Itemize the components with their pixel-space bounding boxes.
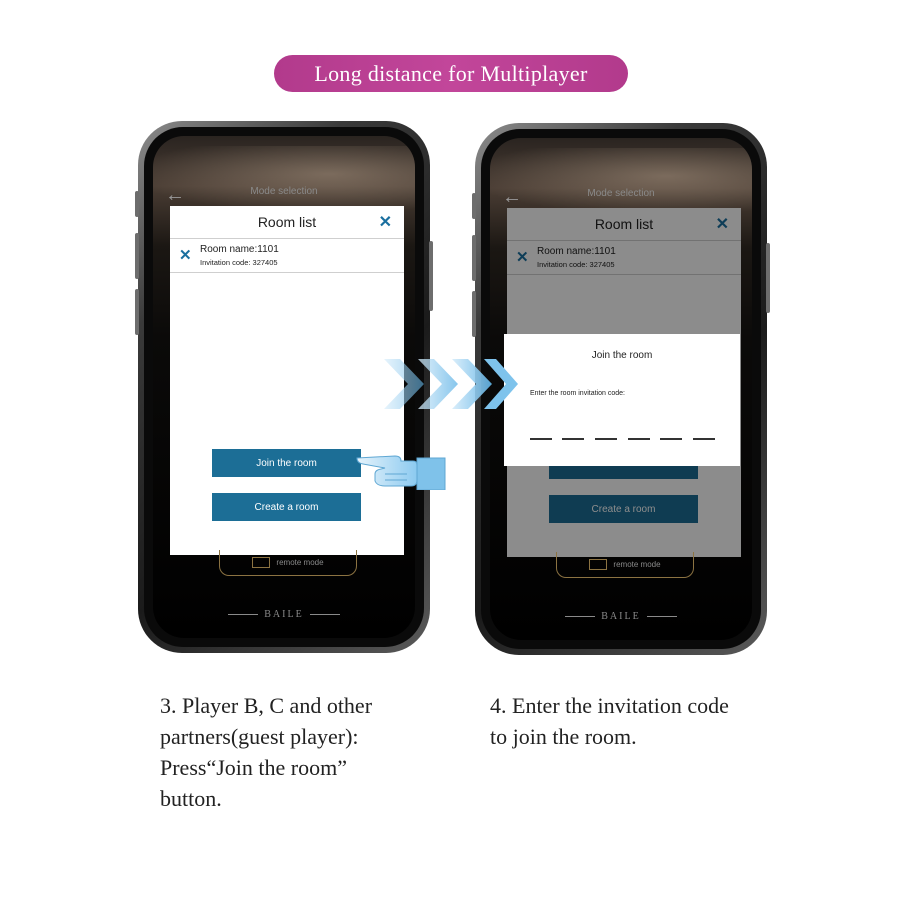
room-list-item[interactable]: ✕ Room name:1101 Invitation code: 327405 [170, 239, 404, 273]
code-digit-field[interactable] [595, 438, 617, 440]
room-list-modal: Room list ✕ ✕ Room name:1101 Invitation … [170, 206, 404, 555]
remote-mode-icon [252, 557, 271, 568]
chevron-arrows-icon [384, 359, 518, 409]
remote-mode-button[interactable]: remote mode [219, 550, 357, 576]
room-list-title: Room list [594, 216, 654, 232]
right-phone: ← Mode selection Room list ✕ ✕ Room name… [472, 123, 770, 655]
room-invitation-code: Invitation code: 327405 [200, 258, 278, 267]
back-arrow-icon[interactable]: ← [502, 186, 522, 208]
room-name: Room name:1101 [537, 246, 616, 257]
mute-switch [135, 191, 139, 217]
remote-mode-icon [589, 559, 608, 570]
caption-line: to join the room. [490, 724, 637, 749]
caption-line: Press“Join the room” [160, 755, 347, 780]
mute-switch [472, 193, 476, 219]
step-4-caption: 4. Enter the invitation code to join the… [490, 690, 729, 752]
left-phone: ← Mode selection Room list ✕ ✕ Room name… [135, 121, 433, 653]
remote-mode-button[interactable]: remote mode [556, 552, 694, 578]
room-list-header: Room list ✕ [507, 208, 741, 241]
power-button [766, 243, 770, 313]
mode-selection-title: Mode selection [587, 188, 655, 199]
back-arrow-icon[interactable]: ← [165, 184, 185, 206]
create-room-button[interactable]: Create a room [549, 495, 698, 523]
caption-line: partners(guest player): [160, 724, 359, 749]
room-invitation-code: Invitation code: 327405 [537, 260, 615, 269]
caption-line: button. [160, 786, 222, 811]
code-digit-field[interactable] [660, 438, 682, 440]
code-digit-field[interactable] [530, 438, 552, 440]
volume-up-button [135, 233, 139, 279]
join-room-button[interactable]: Join the room [212, 449, 361, 477]
close-icon[interactable]: ✕ [378, 214, 392, 231]
invitation-code-label: Enter the room invitation code: [530, 390, 625, 397]
join-room-dialog-title: Join the room [591, 350, 653, 361]
join-room-dialog: Join the room Enter the room invitation … [504, 334, 740, 466]
banner-title: Long distance for Multiplayer [314, 60, 588, 86]
room-list-item[interactable]: ✕ Room name:1101 Invitation code: 327405 [507, 241, 741, 275]
brand-logo: BAILE [153, 609, 415, 620]
volume-up-button [472, 235, 476, 281]
caption-line: 4. Enter the invitation code [490, 693, 729, 718]
phone-screen: ← Mode selection Room list ✕ ✕ Room name… [153, 136, 415, 638]
volume-down-button [472, 291, 476, 337]
room-name: Room name:1101 [200, 244, 279, 255]
mode-selection-title: Mode selection [250, 186, 318, 197]
delete-room-icon[interactable]: ✕ [179, 247, 192, 264]
remote-mode-label: remote mode [613, 560, 661, 569]
phone-screen: ← Mode selection Room list ✕ ✕ Room name… [490, 138, 752, 640]
create-room-button[interactable]: Create a room [212, 493, 361, 521]
caption-line: 3. Player B, C and other [160, 693, 373, 718]
delete-room-icon[interactable]: ✕ [516, 249, 529, 266]
brand-logo: BAILE [490, 611, 752, 622]
power-button [429, 241, 433, 311]
volume-down-button [135, 289, 139, 335]
room-list-title: Room list [257, 214, 317, 230]
code-digit-field[interactable] [562, 438, 584, 440]
room-list-header: Room list ✕ [170, 206, 404, 239]
step-3-caption: 3. Player B, C and other partners(guest … [160, 690, 372, 814]
title-banner: Long distance for Multiplayer [274, 55, 628, 92]
pointing-hand-icon [356, 455, 446, 490]
code-digit-field[interactable] [628, 438, 650, 440]
code-digit-field[interactable] [693, 438, 715, 440]
close-icon[interactable]: ✕ [715, 216, 729, 233]
remote-mode-label: remote mode [276, 558, 324, 567]
